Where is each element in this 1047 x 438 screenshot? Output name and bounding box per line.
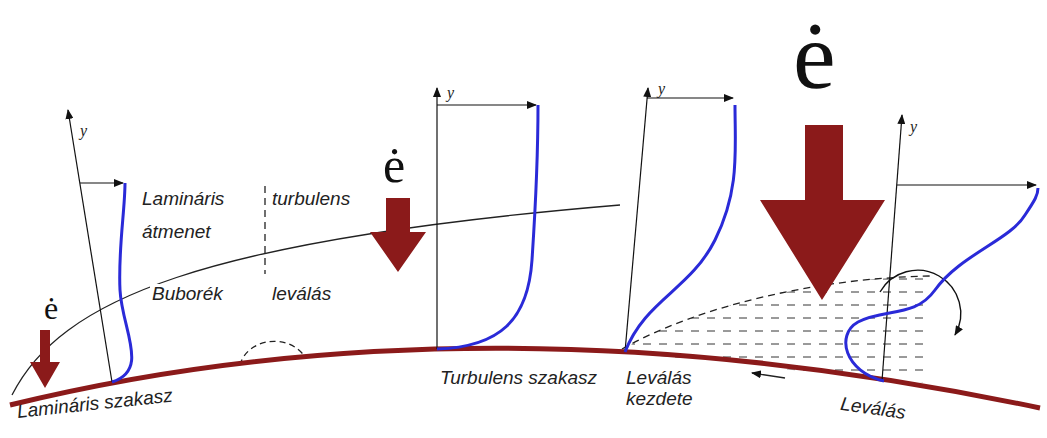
transition-line (264, 186, 265, 274)
velocity-profile (846, 188, 1038, 381)
energy-arrow (370, 198, 426, 272)
section-label: Leválás (839, 394, 907, 424)
section-label: Turbulens szakasz (440, 368, 597, 389)
velocity-profile (437, 105, 538, 349)
axis-label: y (447, 84, 454, 102)
region-label: Buborék (150, 284, 225, 305)
axis-label: y (910, 118, 917, 136)
region-label: turbulens (270, 189, 352, 210)
section-label: Lamináris szakasz (16, 386, 174, 423)
axis-label: y (80, 122, 87, 140)
velocity-arrow (897, 184, 1036, 185)
flux-symbol: ė (44, 292, 58, 324)
y-axis (68, 110, 112, 382)
velocity-profile (112, 183, 132, 382)
region-label: Lamináris (140, 189, 226, 210)
backflow-arrow (752, 373, 785, 378)
energy-arrow (760, 125, 885, 300)
section-label: Leválás kezdete (626, 368, 711, 410)
boundary-layer-edge (12, 205, 620, 395)
region-label: leválás (270, 284, 333, 305)
velocity-arrow (80, 182, 123, 183)
axis-label: y (658, 80, 665, 98)
y-axis (882, 115, 902, 381)
region-label: átmenet (140, 222, 213, 243)
flux-symbol: ė (793, 8, 836, 104)
velocity-profile (625, 105, 735, 352)
energy-arrow (30, 330, 60, 388)
y-axis (625, 88, 648, 352)
velocity-arrow (437, 104, 536, 105)
y-axis (436, 88, 437, 349)
flux-symbol: ė (383, 140, 405, 190)
velocity-arrow (647, 97, 733, 98)
